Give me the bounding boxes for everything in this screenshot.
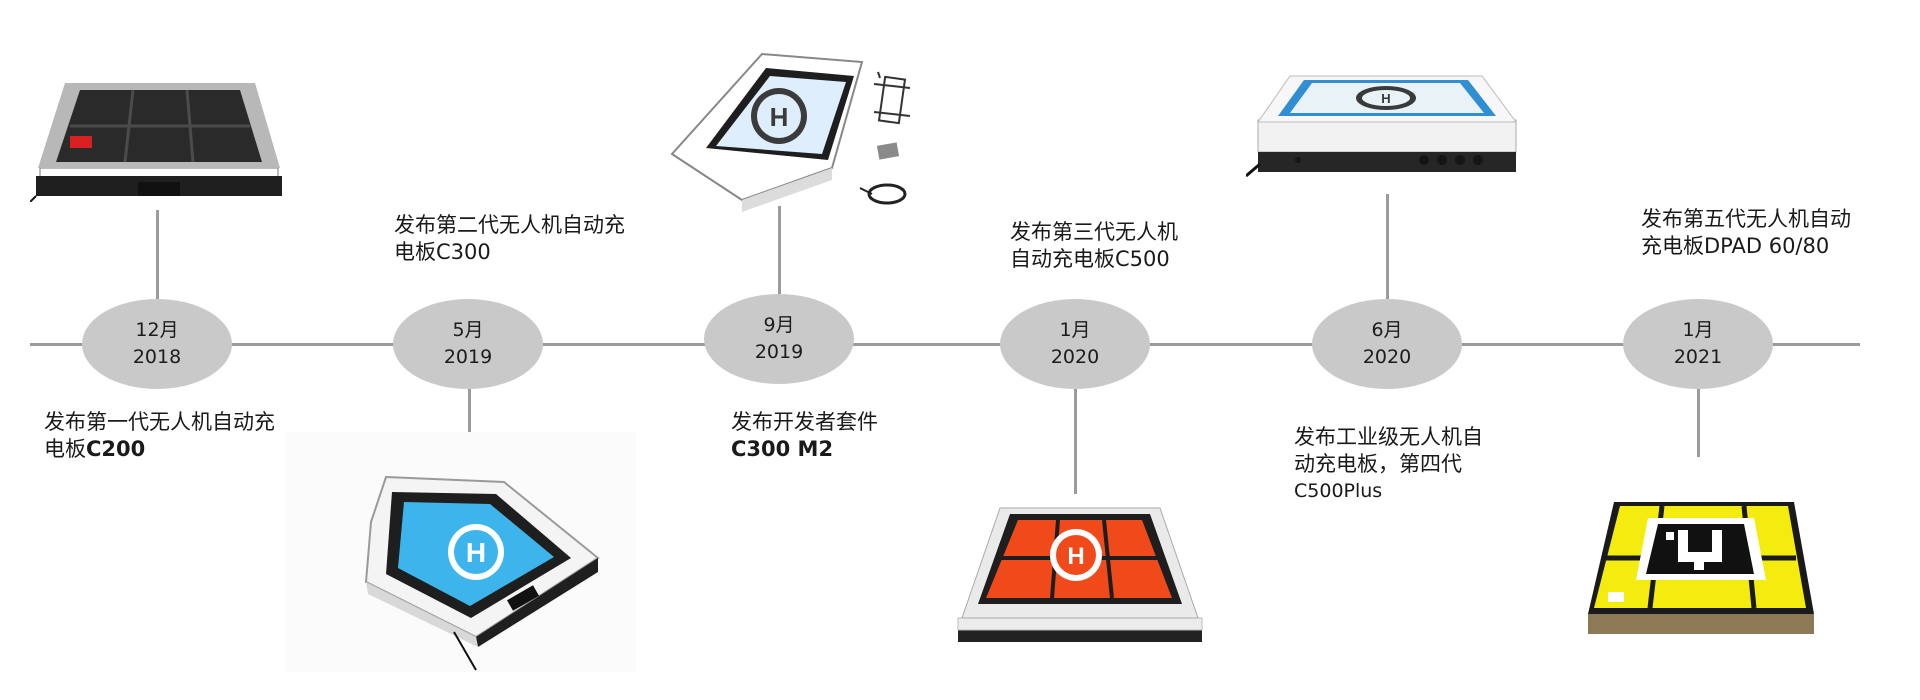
milestone-month: 1月 <box>1059 319 1091 341</box>
milestone-2019-09: 9月 2019 <box>704 294 854 384</box>
connector-line <box>778 206 781 294</box>
product-model: C200 <box>86 437 146 461</box>
connector-line <box>1074 389 1077 494</box>
description-line: 发布第五代无人机自动 <box>1641 207 1851 231</box>
timeline-axis <box>30 343 1860 346</box>
milestone-2021-01: 1月 2021 <box>1623 299 1773 389</box>
description-line: 自动充电板C500 <box>1010 247 1170 271</box>
description-line: 发布第一代无人机自动充 <box>44 410 275 434</box>
milestone-month: 1月 <box>1682 319 1714 341</box>
milestone-month: 6月 <box>1371 319 1403 341</box>
milestone-year: 2020 <box>1362 346 1412 368</box>
description-line: 动充电板，第四代 <box>1294 452 1462 476</box>
milestone-description: 发布第一代无人机自动充 电板C200 <box>44 409 275 463</box>
milestone-year: 2020 <box>1050 346 1100 368</box>
milestone-2020-06: 6月 2020 <box>1312 299 1462 389</box>
svg-text:H: H <box>466 537 486 568</box>
milestone-2020-01: 1月 2020 <box>1000 299 1150 389</box>
description-line: 发布工业级无人机自 <box>1294 425 1483 449</box>
description-line: 充电板DPAD 60/80 <box>1641 234 1830 258</box>
milestone-year: 2018 <box>132 346 182 368</box>
milestone-description: 发布第五代无人机自动 充电板DPAD 60/80 <box>1641 206 1851 260</box>
milestone-year: 2019 <box>443 346 493 368</box>
description-line: 电板C300 <box>394 240 491 264</box>
description-line: 发布开发者套件 <box>731 410 878 434</box>
pad-gen2-blue-helipad-icon: H <box>286 432 636 672</box>
svg-text:H: H <box>770 102 789 132</box>
product-model: C300 M2 <box>731 437 834 461</box>
description-line: 发布第三代无人机 <box>1010 220 1178 244</box>
connector-line <box>1697 389 1700 457</box>
milestone-2019-05: 5月 2019 <box>393 299 543 389</box>
connector-line <box>156 210 159 299</box>
milestone-description: 发布工业级无人机自 动充电板，第四代 C500Plus <box>1294 424 1483 505</box>
milestone-2018-12: 12月 2018 <box>82 299 232 389</box>
milestone-month: 5月 <box>452 319 484 341</box>
svg-text:H: H <box>1381 91 1390 106</box>
connector-line <box>1386 194 1389 299</box>
description-line: 电板 <box>44 437 86 461</box>
milestone-year: 2021 <box>1673 346 1723 368</box>
pad-gen4-industrial-icon: H <box>1246 72 1528 180</box>
pad-gen1-dark-grid-icon <box>30 78 288 202</box>
pad-gen3-orange-helipad-icon: H <box>954 500 1206 648</box>
connector-line <box>468 389 471 472</box>
description-line: 发布第二代无人机自动充 <box>394 213 625 237</box>
milestone-description: 发布第二代无人机自动充 电板C300 <box>394 212 625 266</box>
description-line: C500Plus <box>1294 480 1383 502</box>
milestone-year: 2019 <box>754 341 804 363</box>
svg-text:H: H <box>1067 543 1084 570</box>
milestone-description: 发布开发者套件 C300 M2 <box>731 409 878 463</box>
developer-kit-icon: H <box>662 48 914 216</box>
milestone-month: 9月 <box>763 314 795 336</box>
milestone-description: 发布第三代无人机 自动充电板C500 <box>1010 219 1178 273</box>
pad-gen5-yellow-marker-icon <box>1580 496 1820 642</box>
milestone-month: 12月 <box>135 319 179 341</box>
